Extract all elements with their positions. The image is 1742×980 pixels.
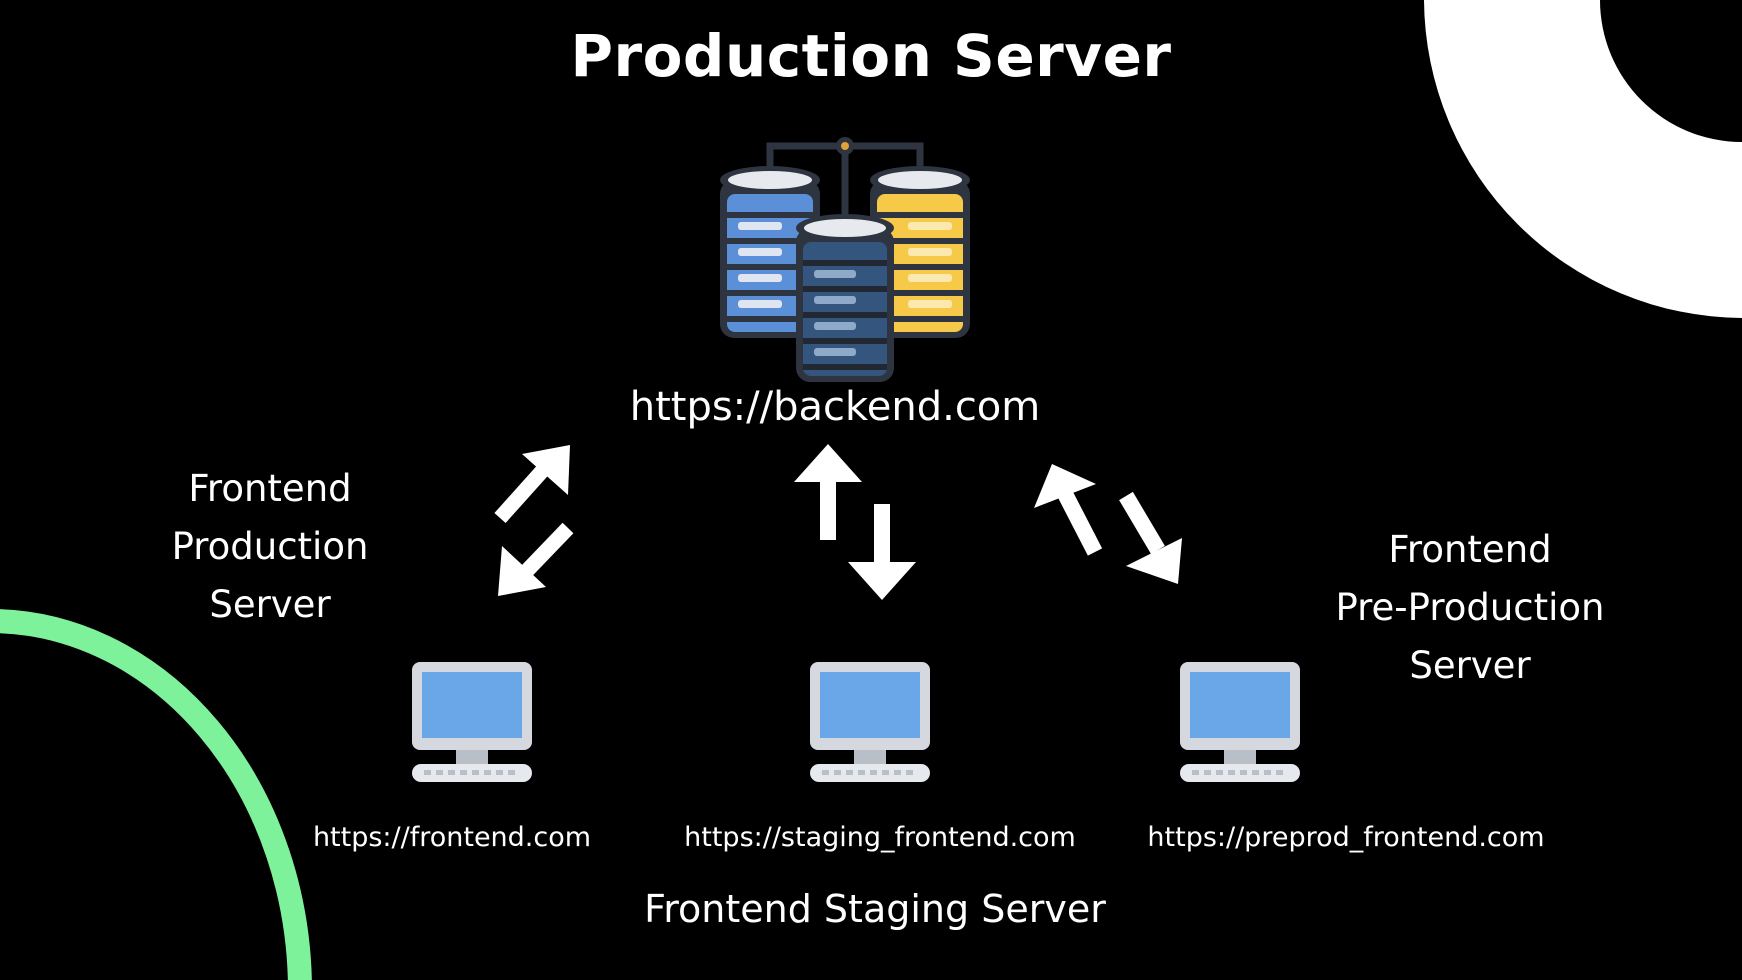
staging-sync-arrows-icon: [794, 444, 916, 600]
production-label-line-2: Production: [171, 525, 369, 568]
arrow-down-left: [498, 522, 574, 596]
production-server-label: Frontend Production Server: [120, 460, 420, 634]
production-label-line-1: Frontend: [188, 467, 352, 510]
arrow-up-left: [1034, 464, 1103, 556]
production-url: https://frontend.com: [312, 822, 592, 853]
preproduction-label-line-2: Pre-Production: [1335, 586, 1605, 629]
staging-computer-icon: [810, 662, 930, 782]
production-computer-icon: [412, 662, 532, 782]
backend-url: https://backend.com: [629, 384, 1041, 430]
arrow-up-right: [494, 445, 570, 524]
green-arc-decoration: [0, 609, 312, 980]
production-label-line-3: Server: [209, 583, 331, 626]
production-sync-arrows-icon: [494, 445, 574, 596]
arrow-down-right: [1119, 491, 1182, 584]
staging-url: https://staging_frontend.com: [684, 822, 1076, 853]
diagram-title: Production Server: [570, 22, 1172, 90]
preproduction-sync-arrows-icon: [1034, 464, 1182, 584]
white-ring-decoration: [1424, 0, 1742, 318]
staging-server-label: Frontend Staging Server: [644, 887, 1106, 931]
database-cluster-icon: [720, 137, 970, 382]
preproduction-computer-icon: [1180, 662, 1300, 782]
preproduction-url: https://preprod_frontend.com: [1147, 822, 1545, 853]
arrow-up: [794, 444, 862, 540]
arrow-down: [848, 504, 916, 600]
preproduction-label-line-3: Server: [1409, 644, 1531, 687]
preproduction-server-label: Frontend Pre-Production Server: [1290, 521, 1650, 695]
preproduction-label-line-1: Frontend: [1388, 528, 1552, 571]
